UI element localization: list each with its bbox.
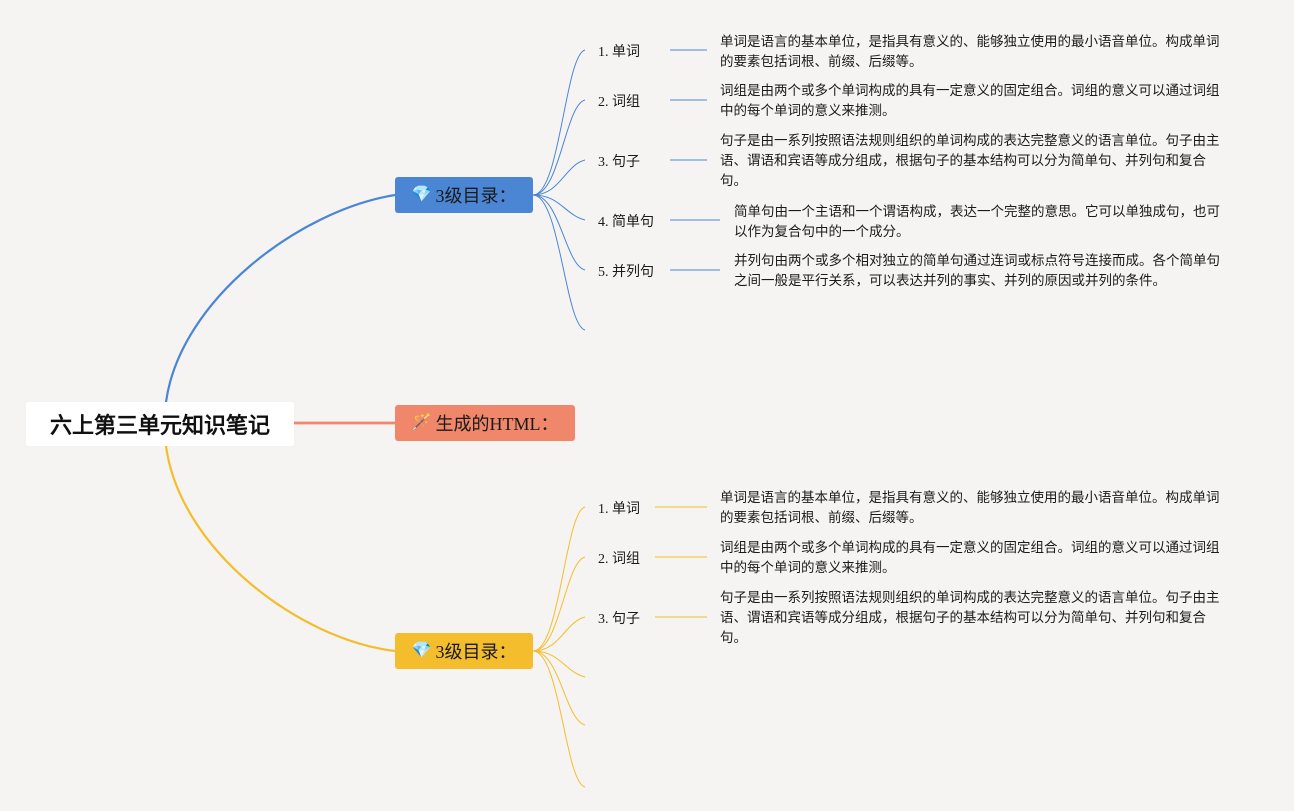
root-link-blue (164, 193, 396, 403)
branch-label: 3级目录： (435, 642, 517, 662)
magic-wand-icon: 🪄 (411, 414, 432, 431)
subtopic-item[interactable]: 5. 并列句 (598, 265, 654, 280)
subtopic-item[interactable]: 2. 词组 (598, 95, 640, 110)
subtopic-description[interactable]: 单词是语言的基本单位，是指具有意义的、能够独立使用的最小语音单位。构成单词的要素… (720, 34, 1220, 69)
blue-fan (532, 49, 720, 331)
subtopic-description[interactable]: 词组是由两个或多个单词构成的具有一定意义的固定组合。词组的意义可以通过词组中的每… (720, 83, 1220, 118)
subtopic-item[interactable]: 4. 简单句 (598, 215, 654, 230)
subtopic-item[interactable]: 1. 单词 (598, 45, 640, 60)
branch-node-red[interactable]: 🪄 生成的HTML： (395, 405, 575, 441)
subtopic-item[interactable]: 1. 单词 (598, 502, 640, 517)
root-node[interactable]: 六上第三单元知识笔记 (26, 402, 294, 446)
branch-node-yellow[interactable]: 💎 3级目录： (395, 633, 533, 669)
branch-node-blue[interactable]: 💎 3级目录： (395, 177, 533, 213)
branch-label: 生成的HTML： (435, 414, 559, 434)
diamond-icon: 💎 (411, 642, 432, 659)
subtopic-description[interactable]: 简单句由一个主语和一个谓语构成，表达一个完整的意思。它可以单独成句，也可以作为复… (734, 204, 1220, 239)
root-link-yellow (164, 445, 396, 653)
root-title: 六上第三单元知识笔记 (49, 414, 270, 439)
yellow-fan (532, 506, 707, 788)
subtopic-description[interactable]: 词组是由两个或多个单词构成的具有一定意义的固定组合。词组的意义可以通过词组中的每… (720, 540, 1220, 575)
subtopic-item[interactable]: 3. 句子 (598, 612, 640, 627)
subtopic-item[interactable]: 3. 句子 (598, 155, 640, 170)
subtopic-description[interactable]: 单词是语言的基本单位，是指具有意义的、能够独立使用的最小语音单位。构成单词的要素… (720, 490, 1220, 525)
branch-label: 3级目录： (435, 186, 517, 206)
subtopic-description[interactable]: 并列句由两个或多个相对独立的简单句通过连词或标点符号连接而成。各个简单句之间一般… (734, 253, 1220, 288)
diamond-icon: 💎 (411, 186, 432, 203)
subtopic-description[interactable]: 句子是由一系列按照语法规则组织的单词构成的表达完整意义的语言单位。句子由主语、谓… (720, 590, 1220, 645)
subtopic-description[interactable]: 句子是由一系列按照语法规则组织的单词构成的表达完整意义的语言单位。句子由主语、谓… (720, 133, 1220, 188)
subtopic-item[interactable]: 2. 词组 (598, 552, 640, 567)
